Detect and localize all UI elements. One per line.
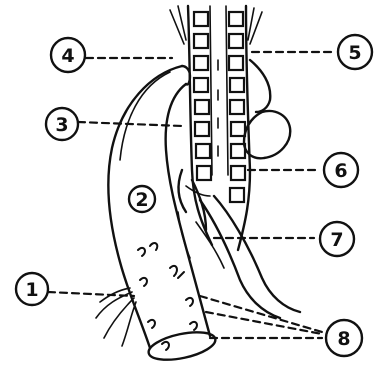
vertebra [194,56,208,70]
vertebra [195,100,209,114]
callout-8: 8 [326,320,362,356]
vertebra [194,12,208,26]
esophagus-opening [146,327,218,365]
callout-2: 2 [129,186,155,212]
vertebra [229,56,243,70]
callout-3: 3 [46,108,78,140]
callout-label: 7 [330,229,343,251]
callout-label: 5 [348,42,361,64]
vertebra [231,122,245,136]
spinal-column [170,6,262,250]
vertebra [194,78,208,92]
callout-7: 7 [320,222,354,256]
vertebra [229,34,243,48]
vertebra [197,166,211,180]
vertebra [196,144,210,158]
vertebra [195,122,209,136]
callout-label: 6 [334,160,347,182]
leader-1 [48,292,134,296]
vertebra [231,166,245,180]
vertebra [231,144,245,158]
callout-1: 1 [16,273,48,305]
callout-label: 2 [135,189,148,211]
vertebra [230,100,244,114]
callout-label: 4 [61,45,74,67]
callout-label: 1 [25,279,38,301]
vertebra [229,12,243,26]
callout-label: 8 [337,328,350,350]
callout-5: 5 [338,35,372,69]
right-bronchus [244,60,290,158]
callout-label: 3 [55,114,68,136]
callout-6: 6 [324,153,358,187]
vertebra [230,78,244,92]
vertebra [230,188,244,202]
vertebra [194,34,208,48]
callout-4: 4 [51,38,85,72]
